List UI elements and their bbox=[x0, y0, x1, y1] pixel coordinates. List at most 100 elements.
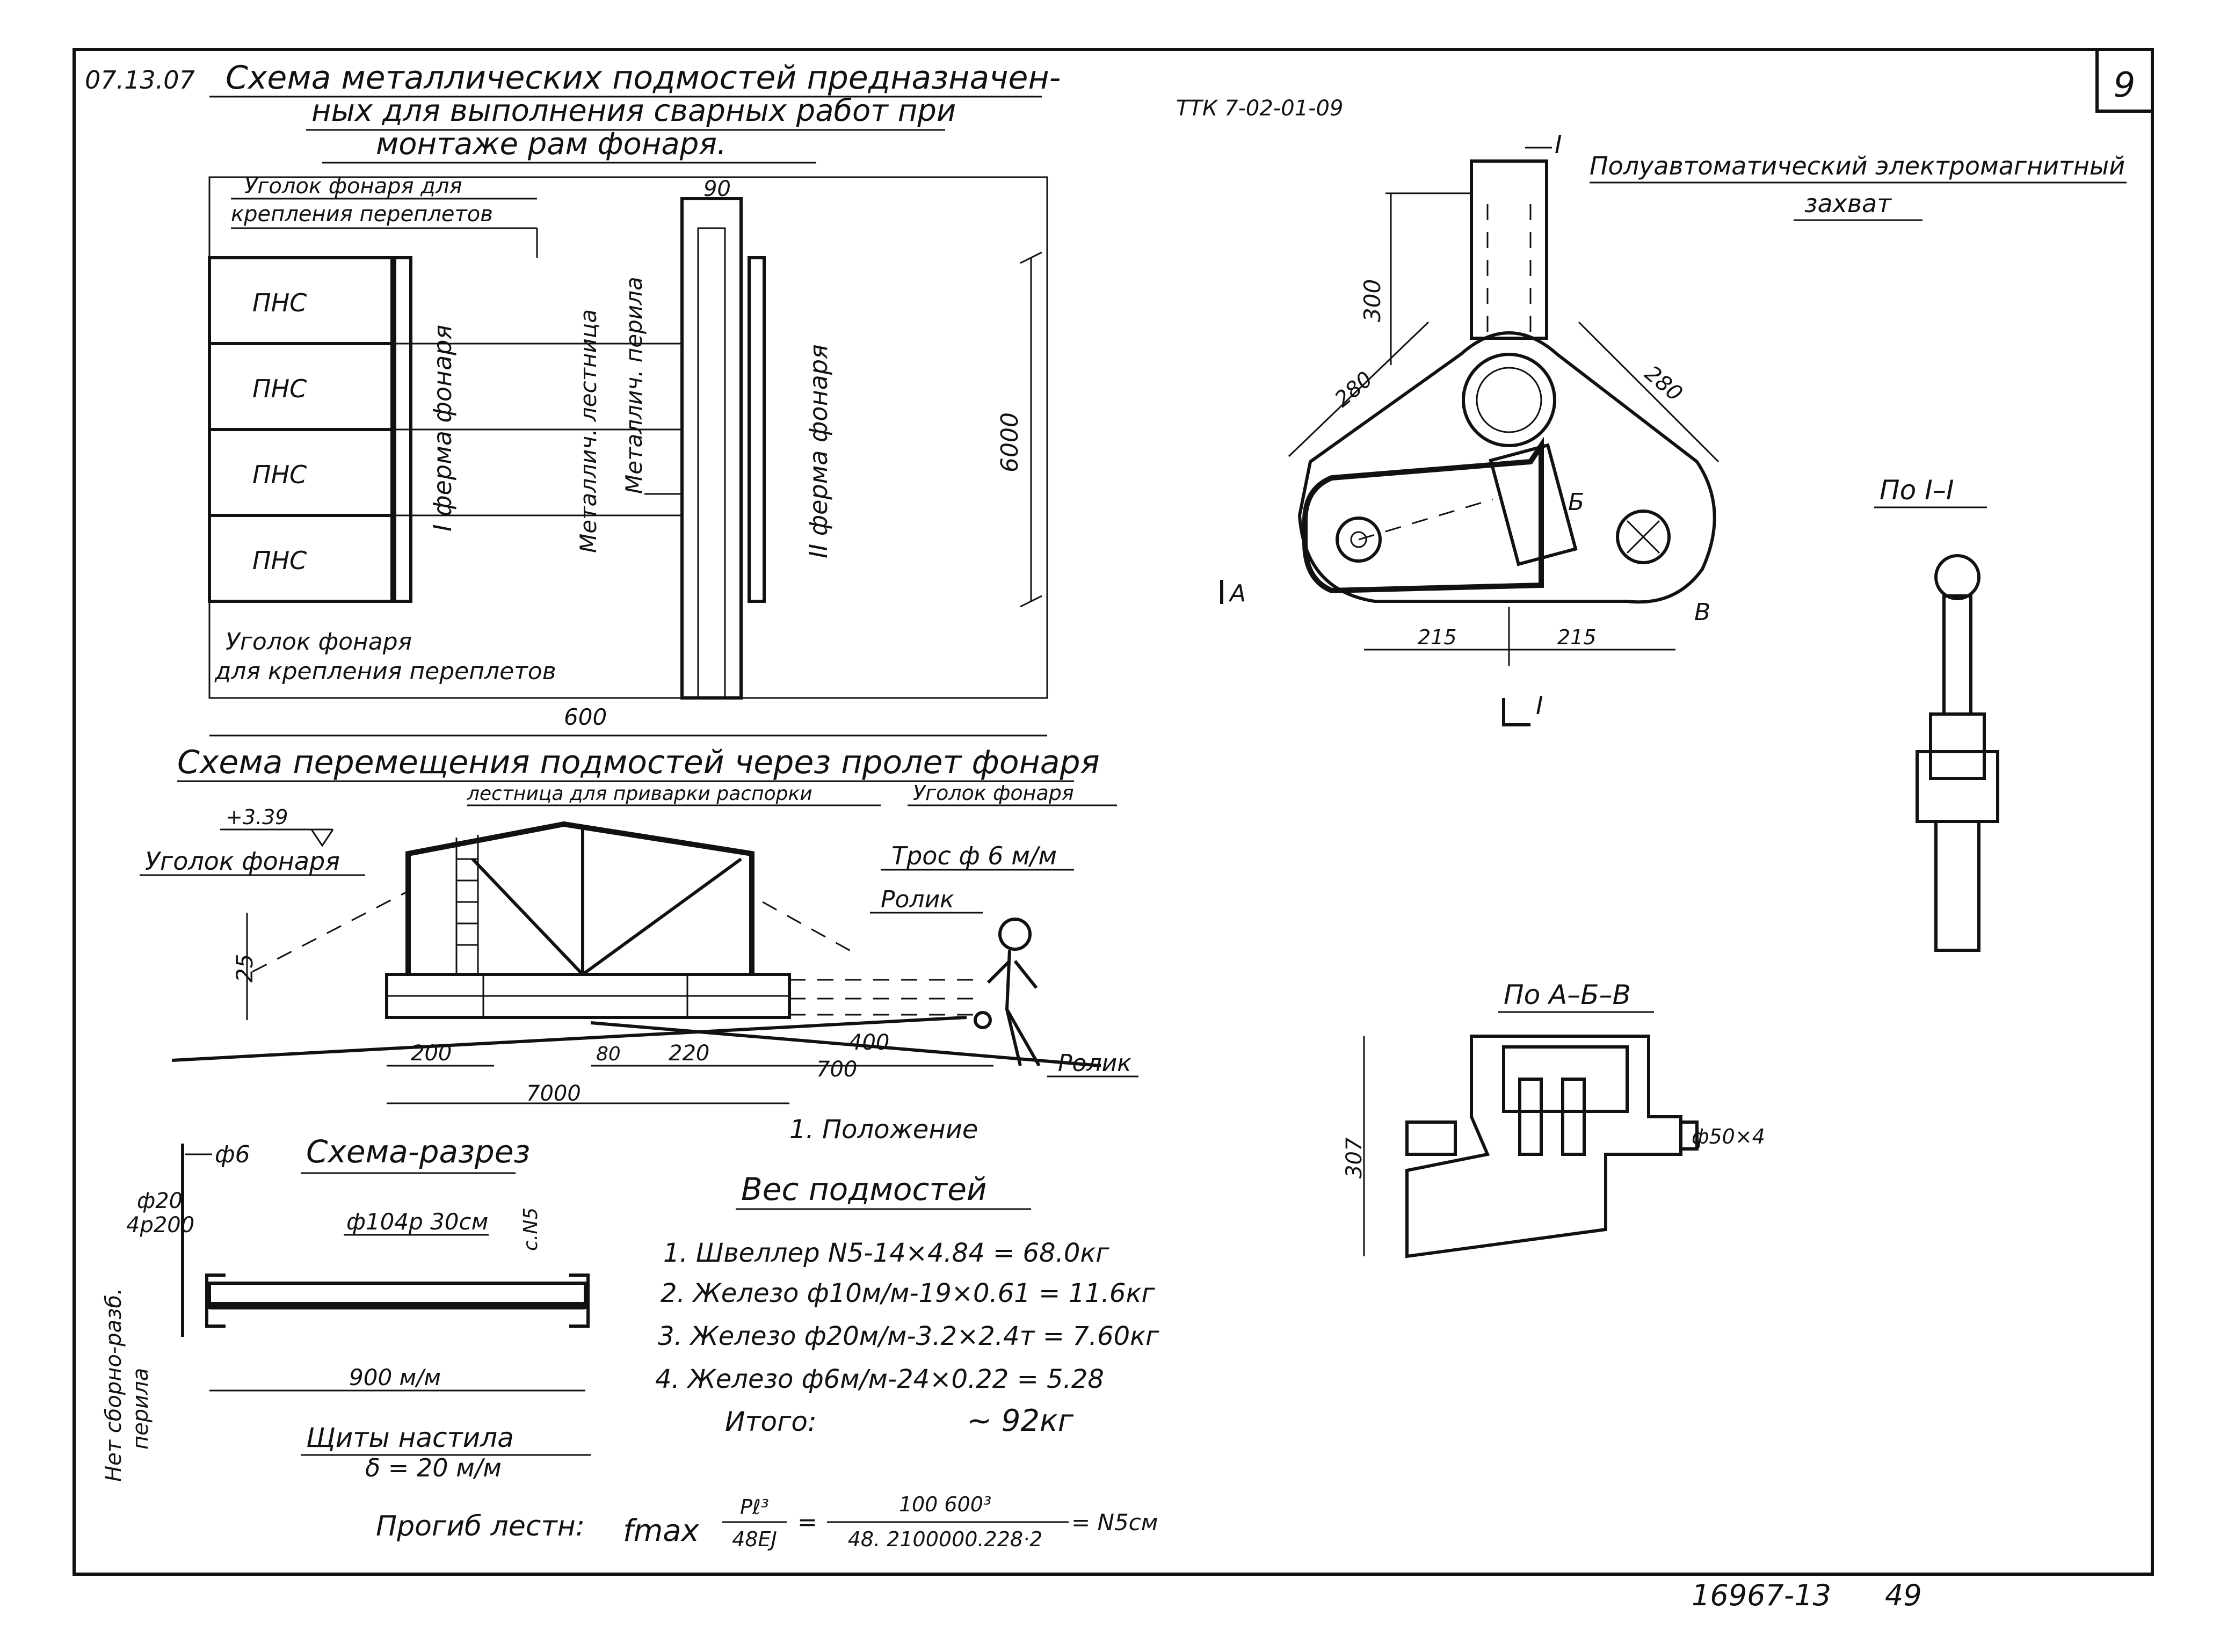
angle-right-label: Уголок фонаря bbox=[913, 781, 1074, 805]
roller-top-label: Ролик bbox=[881, 886, 954, 913]
magnet-coil bbox=[1489, 443, 1578, 566]
sheet-frame bbox=[72, 48, 2154, 1576]
drawing-code: 07.13.07 bbox=[85, 66, 195, 94]
ladder-note: лестница для приварки распорки bbox=[467, 783, 812, 805]
angle-left-label: Уголок фонаря bbox=[145, 847, 340, 876]
total-label: Итого: bbox=[725, 1406, 817, 1437]
channel-label: с.N5 bbox=[520, 1207, 542, 1251]
dim-line bbox=[1288, 321, 1430, 457]
gripper-title-1: Полуавтоматический электромагнитный bbox=[1590, 151, 2125, 180]
truss-diagonal bbox=[582, 857, 742, 976]
total-value: ~ 92кг bbox=[967, 1403, 1074, 1438]
truss-diagonal bbox=[471, 857, 584, 976]
channel-left bbox=[205, 1273, 226, 1328]
formula-num-2: 100 600³ bbox=[899, 1493, 991, 1516]
section-title: Схема-разрез bbox=[306, 1133, 530, 1170]
ladder-label: Металлич. лестница bbox=[575, 309, 601, 553]
dim-280-right: 280 bbox=[1640, 361, 1687, 406]
link-1 bbox=[1518, 1078, 1543, 1156]
dim-600: 600 bbox=[564, 704, 607, 730]
weight-item: 4. Железо ф6м/м-24×0.22 = 5.28 bbox=[655, 1364, 1104, 1394]
formula-num-1: Pℓ³ bbox=[740, 1495, 769, 1519]
dim-80: 80 bbox=[596, 1043, 621, 1065]
movement-title: Схема перемещения подмостей через пролет… bbox=[177, 744, 1100, 781]
section-mark-bottom: I bbox=[1536, 691, 1543, 720]
top-hub bbox=[1462, 353, 1556, 447]
rope-label: Трос ф 6 м/м bbox=[891, 841, 1057, 870]
lever-line bbox=[1358, 498, 1493, 541]
deck-label-2: δ = 20 м/м bbox=[365, 1453, 502, 1482]
magnet-plate bbox=[1302, 436, 1544, 594]
housing-outline bbox=[1405, 1035, 1682, 1258]
mark-b: Б bbox=[1568, 489, 1584, 516]
link-2 bbox=[1561, 1078, 1586, 1156]
roller-bottom-label: Ролик bbox=[1058, 1050, 1131, 1077]
gripper-body bbox=[1297, 331, 1716, 604]
pipe-flange bbox=[1679, 1120, 1699, 1151]
panel-label: ПНС bbox=[252, 546, 307, 575]
dim-7000: 7000 bbox=[526, 1081, 581, 1106]
dim-220: 220 bbox=[669, 1041, 709, 1066]
channel-right bbox=[569, 1273, 590, 1328]
fmax-label: fmax bbox=[623, 1513, 700, 1548]
position-label: 1. Положение bbox=[789, 1115, 978, 1145]
title-line-1: Схема металлических подмостей предназнач… bbox=[226, 59, 1061, 97]
panel-label: ПНС bbox=[252, 460, 307, 489]
section-scheme: ф6 Схема-разрез ф20 4р200 ф104р 30см с.N… bbox=[101, 1133, 591, 1482]
formula-den-2: 48. 2100000.228·2 bbox=[848, 1527, 1043, 1551]
title-line-3: монтаже рам фонаря. bbox=[376, 127, 727, 162]
dim-215-right: 215 bbox=[1557, 625, 1597, 649]
panel-label: ПНС bbox=[252, 374, 307, 403]
gripper-stem bbox=[1470, 159, 1548, 340]
level-arrow bbox=[310, 829, 334, 847]
title-line-2: ных для выполнения сварных работ при bbox=[311, 93, 956, 128]
dim-6000: 6000 bbox=[996, 412, 1024, 472]
dim-90: 90 bbox=[703, 177, 731, 201]
rod-label: ф104р 30см bbox=[346, 1209, 488, 1235]
width-label: 900 м/м bbox=[349, 1364, 441, 1391]
rope-line bbox=[762, 901, 860, 957]
plan-view: Уголок фонаря для крепления переплетов П… bbox=[208, 174, 1048, 737]
view-rod bbox=[1942, 594, 1972, 716]
equals: = bbox=[797, 1509, 817, 1536]
dim-400: 400 bbox=[848, 1030, 889, 1055]
pipe-label: ф50×4 bbox=[1692, 1125, 1765, 1148]
no-railing-label: Нет сборно-разб. bbox=[101, 1288, 126, 1482]
ground-line bbox=[590, 1021, 1101, 1067]
gripper-title-2: захват bbox=[1804, 189, 1892, 218]
coil-box bbox=[1502, 1045, 1629, 1113]
rope-line bbox=[252, 890, 409, 973]
top-hub-inner bbox=[1476, 367, 1542, 433]
ladder bbox=[680, 197, 743, 700]
roller bbox=[974, 1011, 992, 1029]
page-number-box bbox=[2095, 48, 2154, 113]
section-arrow bbox=[1502, 698, 1530, 726]
truss-1 bbox=[393, 256, 412, 603]
dim-200: 200 bbox=[411, 1041, 452, 1066]
formula-den-1: 48EJ bbox=[732, 1527, 777, 1551]
worker-body bbox=[986, 950, 1041, 1067]
worker-head bbox=[998, 918, 1032, 951]
left-hub bbox=[1336, 516, 1382, 563]
left-hub-inner bbox=[1350, 531, 1367, 548]
mark-a: А bbox=[1228, 580, 1246, 607]
section-mark-top: I bbox=[1555, 130, 1562, 159]
dim-line bbox=[1578, 321, 1720, 463]
truss-2 bbox=[748, 256, 766, 603]
deflection-result: = N5см bbox=[1071, 1509, 1158, 1535]
dim-700: 700 bbox=[816, 1057, 857, 1082]
right-pin bbox=[1616, 510, 1671, 564]
truss-1-label: I ферма фонаря bbox=[428, 325, 457, 532]
weight-item: 1. Швеллер N5-14×4.84 = 68.0кг bbox=[663, 1238, 1109, 1268]
view-1-1-label: По I–I bbox=[1880, 475, 1954, 506]
phi6-label: ф6 bbox=[215, 1141, 250, 1168]
dim-215-left: 215 bbox=[1418, 625, 1457, 649]
dim-tick bbox=[1020, 595, 1042, 608]
weight-item: 3. Железо ф20м/м-3.2×2.4т = 7.60кг bbox=[658, 1321, 1159, 1351]
dim-tick bbox=[1020, 251, 1042, 264]
sheet-number: 49 bbox=[1885, 1578, 1922, 1612]
phi20-label: ф20 bbox=[137, 1189, 183, 1213]
view-shaft bbox=[1934, 820, 1980, 952]
